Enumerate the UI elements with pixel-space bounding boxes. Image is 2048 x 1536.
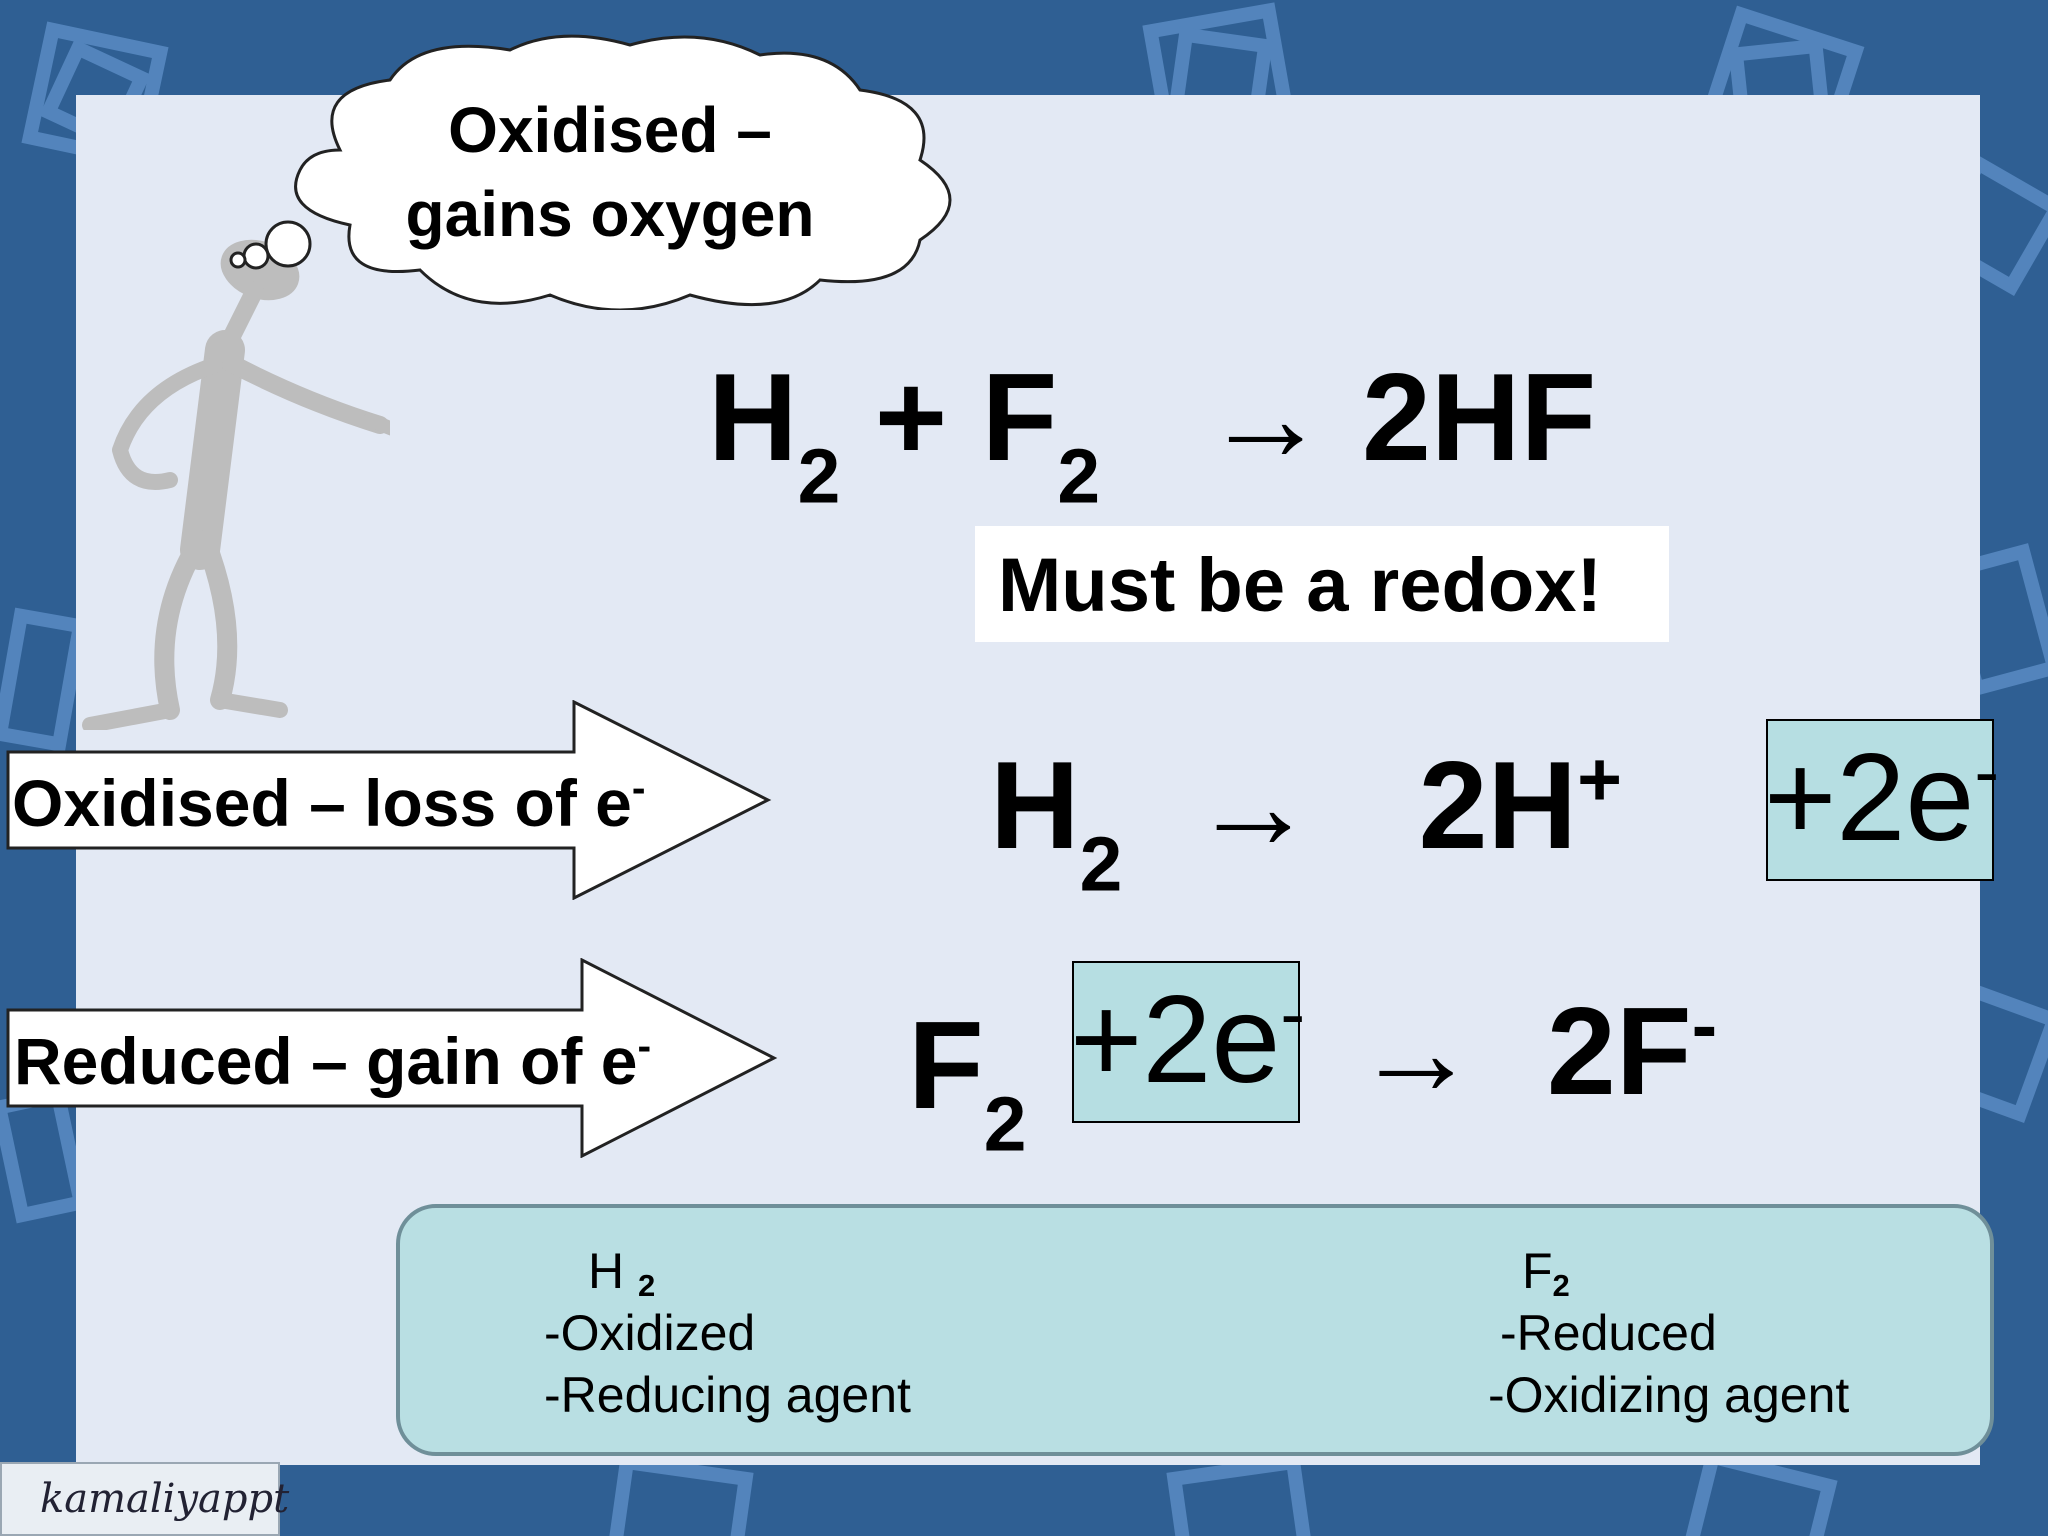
- summary-left-species: H 2: [588, 1243, 656, 1303]
- reduction-label: Reduced – gain of e-: [14, 1022, 652, 1098]
- thought-cloud-text: Oxidised – gains oxygen: [340, 88, 880, 256]
- summary-right-line2: -Oxidizing agent: [1488, 1367, 1850, 1423]
- reaction-arrow: →: [1203, 349, 1328, 487]
- thought-cloud-icon: [229, 34, 952, 310]
- electrons-gained: +2e: [1070, 971, 1281, 1109]
- electrons-box-oxidation: +2e-: [1764, 719, 1999, 881]
- reactant-f-subscript: 2: [1057, 433, 1101, 520]
- half-ox-subscript: 2: [1079, 821, 1123, 908]
- summary-left-line1: -Oxidized: [544, 1305, 756, 1361]
- half-red-reactant: F: [908, 997, 984, 1135]
- product-hf: 2HF: [1361, 349, 1597, 487]
- half-red-product-charge: -: [1691, 982, 1718, 1069]
- brand-watermark: kamaliyappt: [0, 1462, 289, 1536]
- electron-charge: -: [1974, 729, 2000, 813]
- half-ox-product-charge: +: [1577, 736, 1622, 823]
- main-equation: H2 + F2 → 2HF: [708, 348, 1597, 515]
- summary-right-line1: -Reduced: [1500, 1305, 1717, 1361]
- redox-note-box: [975, 526, 1669, 642]
- summary-right-species: F2: [1522, 1243, 1570, 1303]
- cloud-line-1: Oxidised –: [448, 94, 772, 166]
- redox-note: Must be a redox!: [998, 543, 1602, 628]
- electrons-lost: +2e: [1764, 729, 1975, 867]
- reactant-h: H: [708, 349, 798, 487]
- half-red-arrow: →: [1354, 983, 1478, 1121]
- electron-charge: -: [631, 764, 646, 811]
- reduction-product-group: → 2F-: [1354, 982, 1717, 1122]
- plus-sign: +: [874, 349, 948, 487]
- thinking-figure-icon: [82, 239, 390, 730]
- half-ox-reactant: H: [990, 737, 1080, 875]
- summary-left-line2: -Reducing agent: [544, 1367, 911, 1423]
- half-ox-product: 2H: [1418, 737, 1578, 875]
- oxidation-label: Oxidised – loss of e-: [12, 764, 646, 840]
- cloud-line-2: gains oxygen: [405, 178, 815, 250]
- half-red-subscript: 2: [983, 1081, 1027, 1168]
- half-ox-arrow: →: [1191, 737, 1316, 875]
- reduction-half-equation: F2: [908, 996, 1027, 1163]
- block-arrow-icon: [6, 958, 778, 1158]
- reactant-f: F: [981, 349, 1058, 487]
- block-arrow-icon: [6, 700, 772, 900]
- electrons-box-reduction: +2e-: [1070, 961, 1305, 1123]
- electron-charge: -: [1280, 971, 1306, 1055]
- electron-charge: -: [637, 1022, 652, 1069]
- summary-box: [396, 1204, 1994, 1456]
- oxidation-half-equation: H2 → 2H+: [990, 736, 1622, 903]
- reactant-h-subscript: 2: [797, 433, 841, 520]
- half-red-product: 2F: [1546, 983, 1692, 1121]
